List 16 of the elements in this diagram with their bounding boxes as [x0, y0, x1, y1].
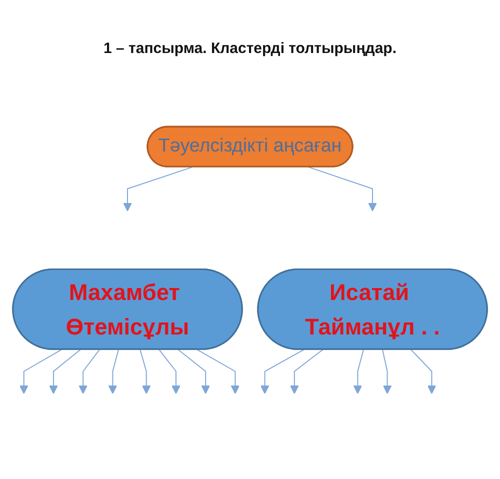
arrow: [20, 348, 62, 394]
arrow: [353, 348, 364, 394]
title: 1 – тапсырма. Кластерді толтырыңдар.: [102, 39, 398, 59]
arrow: [158, 348, 180, 394]
arrow: [290, 348, 324, 394]
arrow: [78, 348, 100, 394]
arrow: [123, 166, 193, 211]
arrow: [49, 348, 81, 394]
arrow: [108, 348, 119, 394]
arrow: [178, 348, 210, 394]
arrow: [196, 348, 240, 394]
arrow: [308, 166, 377, 211]
arrow: [410, 348, 436, 394]
arrow: [140, 348, 151, 394]
arrow: [382, 348, 392, 394]
arrow: [260, 348, 304, 394]
